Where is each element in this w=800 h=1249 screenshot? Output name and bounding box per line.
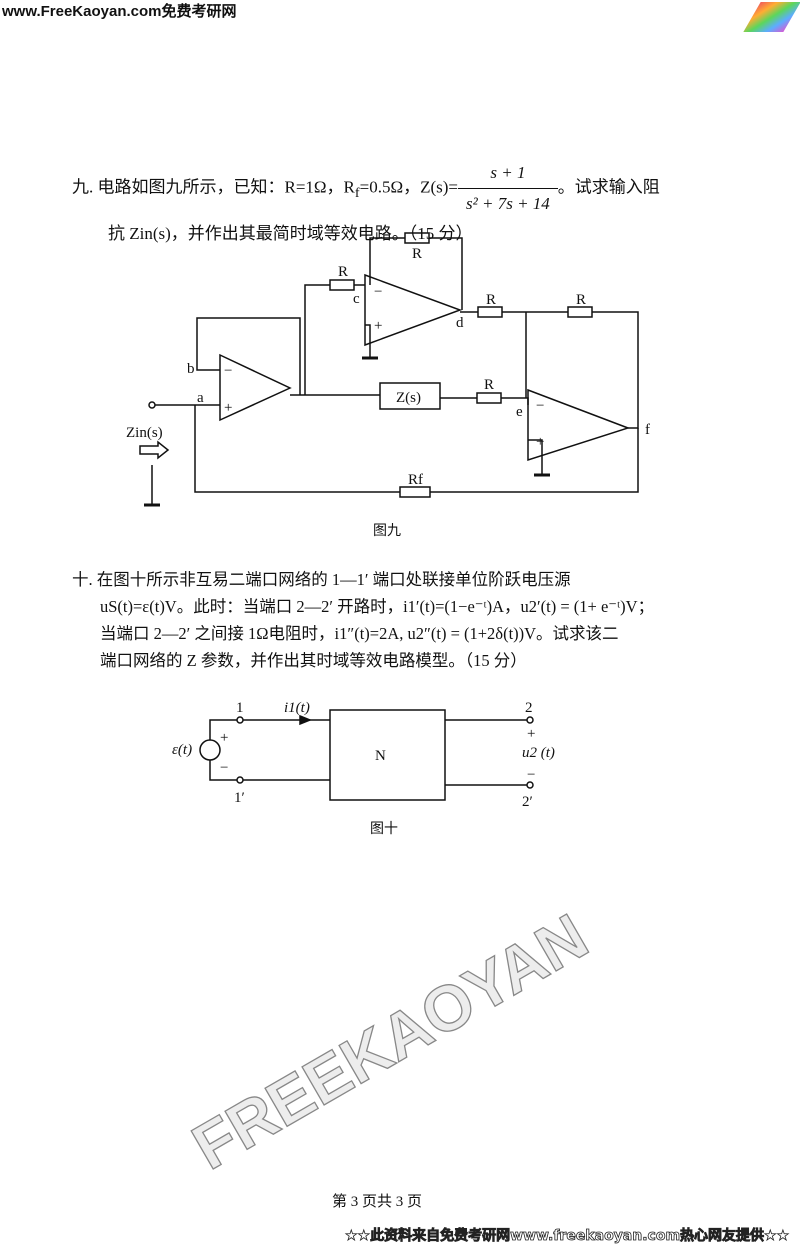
resistor <box>476 392 502 404</box>
q9-line1-end: 。试求输入阻 <box>557 177 660 197</box>
minus-sign: − <box>374 284 382 300</box>
minus-sign: − <box>224 363 232 379</box>
node-e: e <box>516 404 523 420</box>
figure-9-caption: 图九 <box>373 524 401 539</box>
label-rf: Rf <box>408 472 423 488</box>
port-1: 1 <box>236 700 244 716</box>
resistor <box>567 306 593 318</box>
q10-text: 十. 在图十所示非互易二端口网络的 1—1′ 端口处联接单位阶跃电压源 uS(t… <box>72 566 654 674</box>
label-r: R <box>486 292 496 308</box>
q9-line1-mid: =0.5Ω，Z(s)= <box>359 177 459 197</box>
frac-den: s² + 7s + 14 <box>466 194 550 213</box>
resistor <box>404 232 430 244</box>
label-r: R <box>338 264 348 280</box>
plus-sign: + <box>536 434 544 450</box>
opamp-1 <box>219 353 292 422</box>
site-header[interactable]: www.FreeKaoyan.com免费考研网 <box>2 3 237 20</box>
plus-sign: + <box>374 318 382 334</box>
minus-sign: − <box>536 398 544 414</box>
node-a: a <box>197 390 204 406</box>
opamp-3 <box>527 388 631 462</box>
q9-sub: f <box>354 184 360 201</box>
port-1p: 1′ <box>234 790 245 806</box>
label-n: N <box>375 748 386 764</box>
plus-sign: + <box>527 726 535 742</box>
resistor-rf <box>399 486 431 498</box>
node-c: c <box>353 291 360 307</box>
port-2p: 2′ <box>522 794 533 810</box>
q10-line2: uS(t)=ε(t)V。此时：当端口 2—2′ 开路时，i1′(t)=(1−e⁻… <box>100 597 655 616</box>
q9-line1: 九. 电路如图九所示，已知：R=1Ω，R <box>72 177 355 197</box>
label-i1: i1(t) <box>284 700 310 716</box>
zs-box <box>379 382 441 410</box>
label-r: R <box>412 246 422 262</box>
zs-fraction: s + 1 s² + 7s + 14 <box>458 158 558 219</box>
q10-line4: 端口网络的 Z 参数，并作出其时域等效电路模型。（15 分） <box>100 651 527 670</box>
minus-sign: − <box>220 760 228 776</box>
page-number: 第 3 页共 3 页 <box>332 1194 423 1210</box>
opamp-2 <box>364 273 463 347</box>
plus-sign: + <box>224 400 232 416</box>
node-d: d <box>456 315 464 331</box>
node-f: f <box>645 422 650 438</box>
minus-sign: − <box>527 767 535 783</box>
arrow-icon <box>139 440 170 460</box>
voltage-source <box>199 739 221 761</box>
footer-banner: ★★此资料来自免费考研网www.freekaoyan.com热心网友提供★★ <box>345 1228 790 1245</box>
q10-line1: 十. 在图十所示非互易二端口网络的 1—1′ 端口处联接单位阶跃电压源 <box>72 570 571 589</box>
label-zs: Z(s) <box>396 390 421 406</box>
figure-10-caption: 图十 <box>370 822 398 837</box>
frac-num: s + 1 <box>458 158 558 189</box>
node-b: b <box>187 361 195 377</box>
label-source: ε(t) <box>172 742 192 758</box>
label-zin: Zin(s) <box>126 425 163 441</box>
label-r: R <box>484 377 494 393</box>
label-u2: u2 (t) <box>522 745 555 761</box>
resistor <box>477 306 503 318</box>
q10-line3: 当端口 2—2′ 之间接 1Ω电阻时，i1″(t)=2A, u2″(t) = (… <box>100 624 619 643</box>
port-2: 2 <box>525 700 533 716</box>
resistor <box>329 279 355 291</box>
network-n-box <box>329 709 446 801</box>
plus-sign: + <box>220 730 228 746</box>
label-r: R <box>576 292 586 308</box>
